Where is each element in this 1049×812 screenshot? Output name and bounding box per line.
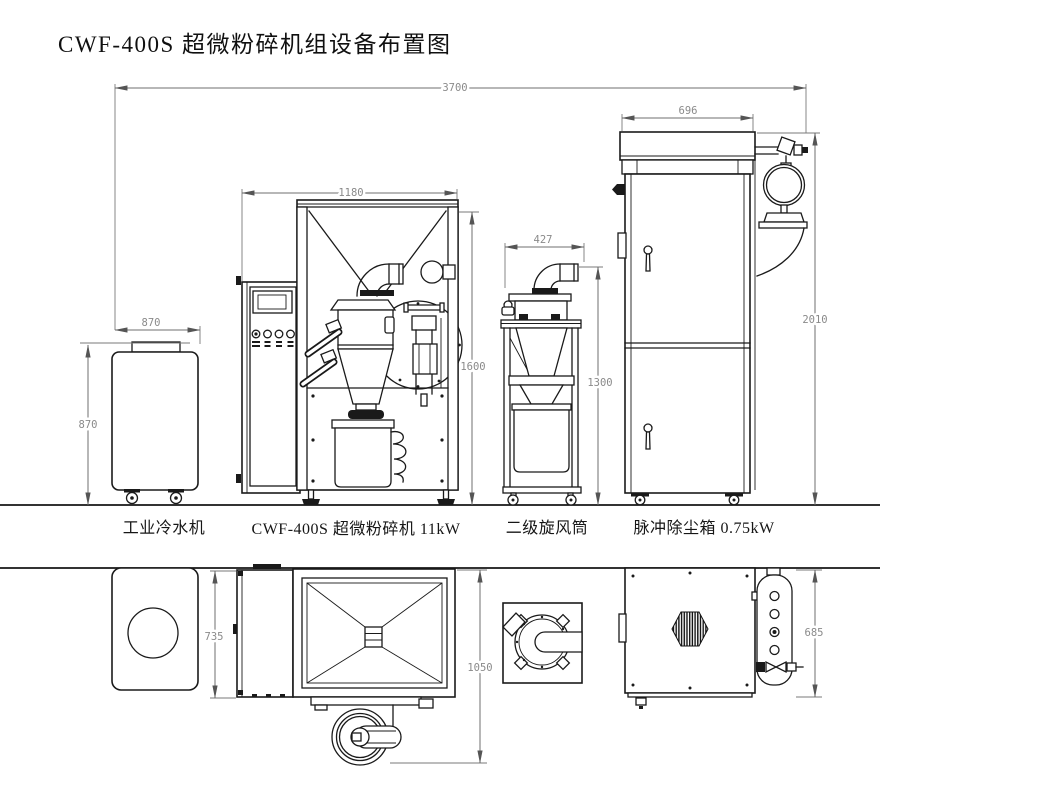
discharge-clamp: [348, 410, 384, 419]
page-title: CWF-400S 超微粉碎机组设备布置图: [58, 32, 452, 57]
cyclone-plan: [502, 602, 583, 684]
svg-text:3700: 3700: [442, 82, 467, 94]
dim-overall-width: 3700: [114, 80, 807, 330]
dim-grinder-width: 1180: [241, 185, 458, 281]
mid-shelf: [508, 375, 575, 386]
svg-text:1050: 1050: [467, 662, 492, 674]
svg-text:870: 870: [142, 317, 161, 329]
outlet-pipe-plan: [534, 631, 583, 653]
chiller-label: 工业冷水机: [123, 519, 206, 537]
dust-casters: [631, 493, 743, 506]
plan-view: 735 1050 685: [0, 564, 880, 766]
grinder-label: CWF-400S 超微粉碎机 11kW: [252, 520, 461, 538]
coiled-hose: [390, 430, 407, 483]
collection-bucket: [331, 419, 395, 488]
blower-fan: [762, 163, 806, 207]
dust-collector-label: 脉冲除尘箱 0.75kW: [633, 519, 775, 537]
cabinet-hinge: [236, 474, 241, 483]
dim-dust-depth: 685: [796, 569, 826, 698]
cyclone-bin: [513, 409, 570, 473]
door-handles: [643, 245, 653, 450]
dim-grinder-overall-depth: 1050: [390, 569, 495, 764]
inlet-chute-plan: [502, 612, 526, 637]
svg-text:1180: 1180: [338, 187, 363, 199]
grinder-feet: [302, 489, 455, 505]
hmi-screen: [252, 290, 293, 314]
dim-dust-height: 2010: [757, 132, 830, 506]
door-hinge: [612, 184, 625, 195]
dim-chiller-width: 870: [114, 315, 201, 344]
blower-assembly: [754, 136, 808, 277]
svg-text:870: 870: [79, 419, 98, 431]
fan-grille-hex: [671, 611, 709, 647]
dim-chiller-height: 870: [76, 342, 190, 506]
svg-text:2010: 2010: [802, 314, 827, 326]
panel-bolts: [311, 394, 444, 483]
hopper-plan: [301, 577, 448, 689]
svg-text:427: 427: [534, 234, 553, 246]
cyclone-label: 二级旋风筒: [506, 519, 589, 537]
cyclone-elbow: [532, 263, 579, 294]
lower-cone: [518, 384, 565, 405]
cyclone-lid: [508, 293, 572, 302]
dim-dust-lid-width: 696: [621, 103, 754, 131]
grinder-front: [236, 199, 463, 505]
chiller-top-handle: [131, 341, 181, 353]
dust-body: [624, 173, 751, 494]
grinder-cyclone: [299, 299, 445, 419]
dust-collector-front: [612, 131, 808, 506]
chiller-plan: [111, 567, 199, 691]
chiller-casters: [124, 489, 184, 505]
svg-text:1300: 1300: [587, 377, 612, 389]
svg-text:1600: 1600: [460, 361, 485, 373]
control-box-plan: [236, 569, 294, 698]
cabinet-hinge: [236, 276, 241, 285]
svg-text:696: 696: [679, 105, 698, 117]
classifier-adjuster: [403, 302, 445, 407]
upper-cone: [515, 327, 568, 377]
stand-legs: [503, 327, 579, 488]
cyclone-casters: [507, 492, 577, 506]
grinder-plan: [233, 564, 456, 766]
svg-text:735: 735: [205, 631, 224, 643]
svg-text:685: 685: [805, 627, 824, 639]
dim-grinder-depth: 735: [202, 570, 236, 699]
dim-cyclone-width: 427: [504, 232, 585, 288]
air-tank-plan: [756, 567, 804, 686]
chiller-front: [111, 341, 199, 505]
tank-valve: [756, 660, 804, 674]
cyclone-front: [500, 263, 582, 506]
front-view: 3700 1180 1600 870 870 427: [0, 80, 880, 538]
stand-table: [500, 319, 582, 329]
fan-circle: [127, 607, 179, 659]
chiller-body: [111, 351, 199, 491]
grinder-control-panel: [236, 276, 301, 494]
toggle-clamps: [299, 318, 343, 388]
dim-grinder-height: 1600: [458, 211, 488, 506]
panel-knobs: [251, 329, 295, 347]
plan-bolts: [631, 571, 749, 690]
dust-collector-plan: [618, 567, 804, 709]
caster-plan: [331, 708, 402, 766]
valve-icon: [776, 136, 796, 156]
dim-cyclone-height: 1300: [578, 266, 615, 506]
elbow-pipe: [356, 263, 404, 297]
